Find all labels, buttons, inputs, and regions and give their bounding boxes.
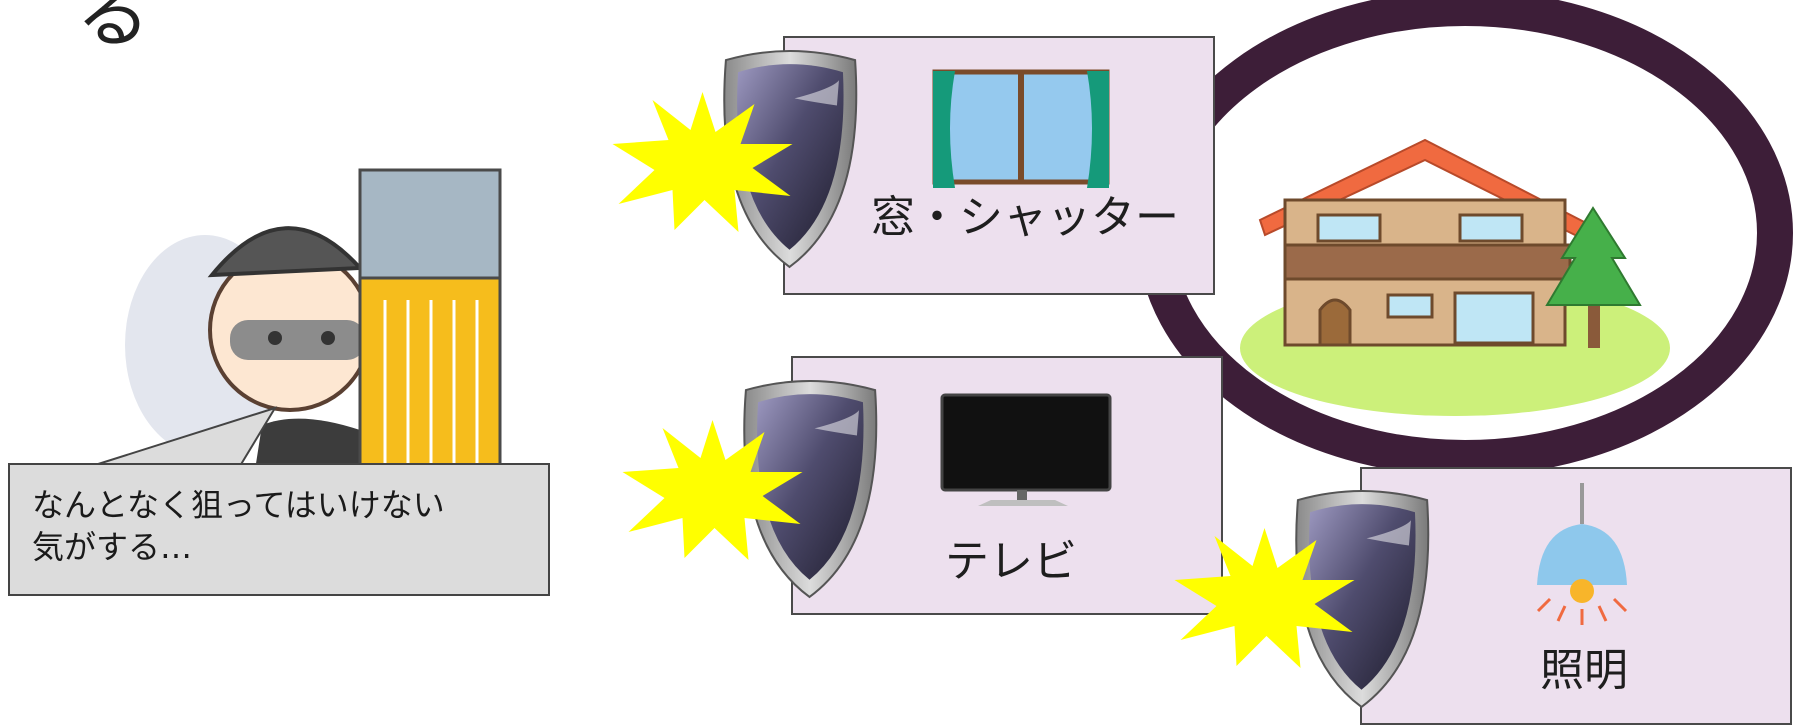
shield-tv	[623, 381, 877, 597]
speech-line-1: なんとなく狙ってはいけない	[32, 489, 445, 521]
shield-window	[613, 51, 857, 267]
speech-line-2: 気がする…	[32, 531, 192, 563]
speech-bubble: なんとなく狙ってはいけない 気がする…	[8, 463, 550, 596]
shield-lighting	[1175, 491, 1429, 707]
